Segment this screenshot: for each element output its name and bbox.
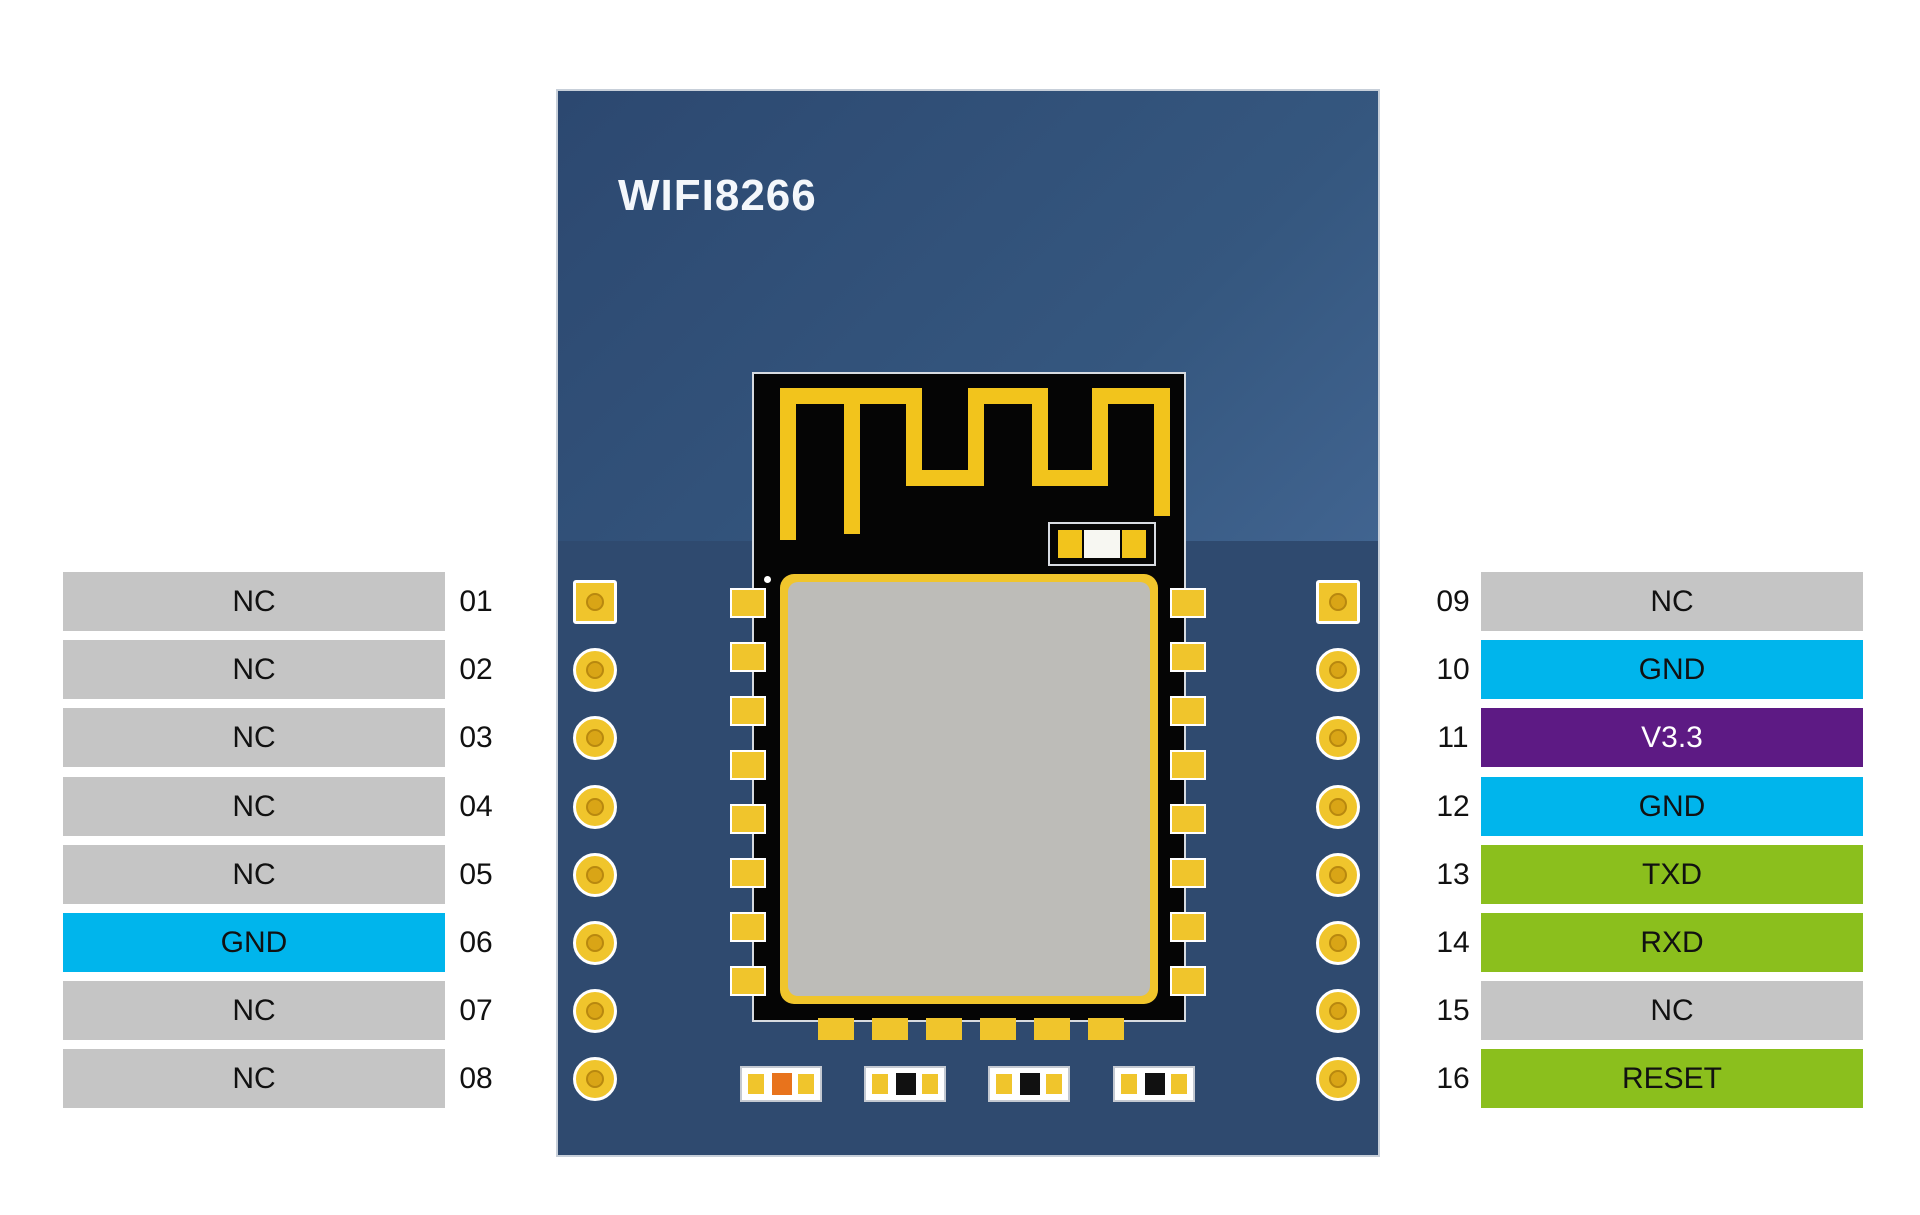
module-pad-bottom — [926, 1018, 962, 1040]
pin-label-15: NC — [1481, 981, 1863, 1041]
module-pad-left — [730, 858, 766, 888]
module-pad-left — [730, 696, 766, 726]
module-pad-bottom — [872, 1018, 908, 1040]
smd-terminal — [1046, 1074, 1062, 1094]
header-hole-right — [1316, 852, 1360, 897]
smd-terminal — [872, 1074, 888, 1094]
smd-resistor — [1113, 1066, 1195, 1102]
pin-label-13: TXD — [1481, 844, 1863, 904]
shield-can — [788, 582, 1150, 996]
pin-label-05: NC — [63, 844, 445, 904]
smd-terminal — [1171, 1074, 1187, 1094]
led-component — [1048, 522, 1156, 566]
pin-number-06: 06 — [459, 926, 493, 959]
pin-label-01: NC — [63, 572, 445, 631]
header-hole-right — [1316, 784, 1360, 829]
module-pad-left — [730, 642, 766, 672]
wifi-module — [752, 372, 1186, 1022]
pin-number-02: 02 — [459, 653, 493, 687]
header-hole-right — [1316, 1057, 1360, 1102]
pin-label-09: NC — [1481, 572, 1863, 631]
pin-number-01: 01 — [459, 585, 493, 618]
module-pad-left — [730, 966, 766, 996]
rf-shield — [780, 574, 1158, 1004]
smd-body — [1145, 1073, 1165, 1095]
header-hole-left — [573, 580, 617, 624]
module-pad-right — [1170, 804, 1206, 834]
smd-terminal — [922, 1074, 938, 1094]
header-hole-left — [573, 648, 617, 693]
pin-label-10: GND — [1481, 640, 1863, 700]
smd-terminal — [1121, 1074, 1137, 1094]
module-pad-right — [1170, 642, 1206, 672]
module-pad-right — [1170, 912, 1206, 942]
pin-number-12: 12 — [1436, 789, 1470, 823]
module-pad-bottom — [1034, 1018, 1070, 1040]
header-hole-left — [573, 989, 617, 1034]
module-pad-right — [1170, 858, 1206, 888]
pin-label-08: NC — [63, 1049, 445, 1109]
header-hole-left — [573, 784, 617, 829]
smd-resistor — [864, 1066, 946, 1102]
pin-label-02: NC — [63, 640, 445, 700]
smd-body — [896, 1073, 916, 1095]
module-pad-right — [1170, 750, 1206, 780]
pin-label-11: V3.3 — [1481, 708, 1863, 768]
header-hole-left — [573, 716, 617, 761]
pin1-marker — [764, 576, 771, 583]
module-pad-right — [1170, 696, 1206, 726]
pin-number-09: 09 — [1436, 585, 1470, 618]
pin-label-07: NC — [63, 981, 445, 1041]
pin-label-06: GND — [63, 913, 445, 972]
header-hole-right — [1316, 989, 1360, 1034]
smd-terminal — [798, 1074, 814, 1094]
pin-number-15: 15 — [1436, 994, 1470, 1028]
smd-terminal — [996, 1074, 1012, 1094]
header-hole-left — [573, 921, 617, 965]
module-pad-left — [730, 912, 766, 942]
pin-number-10: 10 — [1436, 653, 1470, 687]
pin-number-03: 03 — [459, 721, 493, 755]
pcb-antenna — [780, 388, 1170, 540]
header-hole-right — [1316, 921, 1360, 965]
smd-terminal — [748, 1074, 764, 1094]
smd-body — [772, 1073, 792, 1095]
header-hole-left — [573, 1057, 617, 1102]
smd-resistor — [740, 1066, 822, 1102]
pin-number-16: 16 — [1436, 1062, 1470, 1096]
pin-number-07: 07 — [459, 994, 493, 1028]
pin-number-11: 11 — [1437, 721, 1469, 755]
module-pad-right — [1170, 588, 1206, 618]
pin-label-03: NC — [63, 708, 445, 768]
module-pad-right — [1170, 966, 1206, 996]
pin-label-16: RESET — [1481, 1049, 1863, 1109]
header-hole-right — [1316, 648, 1360, 693]
header-hole-right — [1316, 580, 1360, 624]
header-hole-left — [573, 852, 617, 897]
header-hole-right — [1316, 716, 1360, 761]
module-pad-bottom — [818, 1018, 854, 1040]
pin-label-04: NC — [63, 776, 445, 836]
pin-number-08: 08 — [459, 1062, 493, 1096]
pin-number-05: 05 — [459, 857, 493, 891]
smd-resistor — [988, 1066, 1070, 1102]
module-pad-left — [730, 750, 766, 780]
pin-label-12: GND — [1481, 776, 1863, 836]
module-pad-bottom — [1088, 1018, 1124, 1040]
module-pad-left — [730, 804, 766, 834]
board-title: WIFI8266 — [618, 171, 817, 220]
pin-label-14: RXD — [1481, 913, 1863, 972]
module-pad-bottom — [980, 1018, 1016, 1040]
pin-number-13: 13 — [1436, 857, 1470, 891]
module-pad-left — [730, 588, 766, 618]
smd-body — [1020, 1073, 1040, 1095]
pin-number-04: 04 — [459, 789, 493, 823]
pin-number-14: 14 — [1436, 926, 1470, 959]
